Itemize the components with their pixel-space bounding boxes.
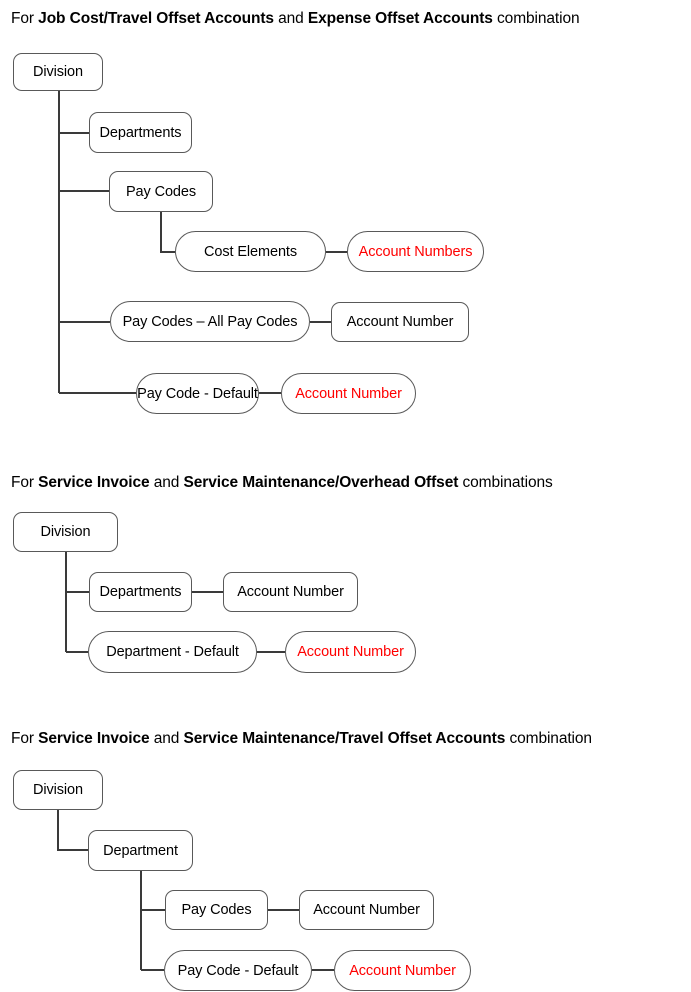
caption-part-text: and xyxy=(273,10,308,27)
node-d2-department-default[interactable]: Department - Default xyxy=(88,631,257,673)
caption-part-text: combination xyxy=(492,10,580,27)
node-d1-pay-codes-all[interactable]: Pay Codes – All Pay Codes xyxy=(110,301,310,342)
caption-part-text: For xyxy=(11,730,39,747)
section-3-caption: For Service Invoice and Service Maintena… xyxy=(11,729,592,748)
section-2-caption: For Service Invoice and Service Maintena… xyxy=(11,473,553,492)
node-d1-departments[interactable]: Departments xyxy=(89,112,192,153)
node-d3-account-number-default[interactable]: Account Number xyxy=(334,950,471,991)
caption-part-bold: Service Invoice xyxy=(38,730,150,747)
node-d2-account-number-departments[interactable]: Account Number xyxy=(223,572,358,612)
caption-part-bold: Expense Offset Accounts xyxy=(307,10,493,27)
caption-part-bold: Service Maintenance/Overhead Offset xyxy=(183,474,459,491)
caption-part-text: and xyxy=(149,474,184,491)
node-d2-division[interactable]: Division xyxy=(13,512,118,552)
node-d1-account-number-default[interactable]: Account Number xyxy=(281,373,416,414)
node-d1-division[interactable]: Division xyxy=(13,53,103,91)
node-d3-pay-codes[interactable]: Pay Codes xyxy=(165,890,268,930)
node-d3-pay-code-default[interactable]: Pay Code - Default xyxy=(164,950,312,991)
d1-branch-costelements xyxy=(160,212,175,253)
node-d1-pay-codes[interactable]: Pay Codes xyxy=(109,171,213,212)
caption-part-bold: Service Maintenance/Travel Offset Accoun… xyxy=(183,730,506,747)
caption-part-text: For xyxy=(11,10,39,27)
caption-part-text: combination xyxy=(505,730,592,747)
node-d1-account-number-all[interactable]: Account Number xyxy=(331,302,469,342)
node-d1-cost-elements[interactable]: Cost Elements xyxy=(175,231,326,272)
d3-branch-department xyxy=(57,810,88,851)
node-d3-department[interactable]: Department xyxy=(88,830,193,871)
node-d2-departments[interactable]: Departments xyxy=(89,572,192,612)
caption-part-text: and xyxy=(149,730,184,747)
node-d3-division[interactable]: Division xyxy=(13,770,103,810)
node-d2-account-number-default[interactable]: Account Number xyxy=(285,631,416,673)
caption-part-text: For xyxy=(11,474,39,491)
node-d3-account-number-paycodes[interactable]: Account Number xyxy=(299,890,434,930)
caption-part-bold: Service Invoice xyxy=(38,474,150,491)
node-d1-pay-code-default[interactable]: Pay Code - Default xyxy=(136,373,259,414)
caption-part-text: combinations xyxy=(458,474,553,491)
caption-part-bold: Job Cost/Travel Offset Accounts xyxy=(38,10,274,27)
node-d1-account-numbers[interactable]: Account Numbers xyxy=(347,231,484,272)
section-1-caption: For Job Cost/Travel Offset Accounts and … xyxy=(11,9,580,28)
